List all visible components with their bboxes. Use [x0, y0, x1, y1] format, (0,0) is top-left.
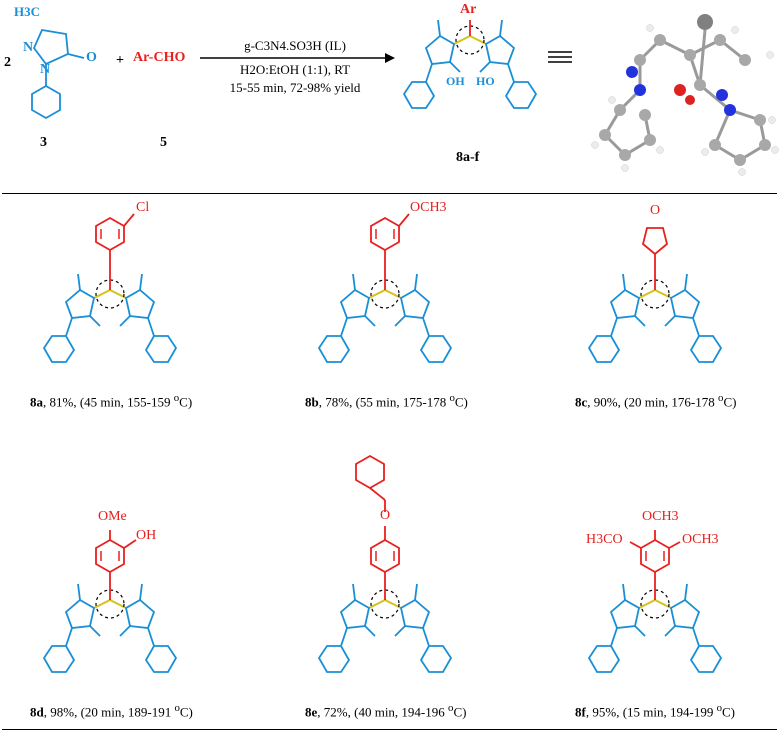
hydroxyl-left: OH: [446, 74, 465, 88]
caption-8c: 8c, 90%, (20 min, 176-178 oC): [575, 392, 737, 410]
condition-time-yield: 15-55 min, 72-98% yield: [229, 80, 361, 95]
reagent-count: 2: [4, 55, 11, 70]
aldehyde-formula: Ar-CHO: [133, 50, 186, 65]
methoxy-substituent: OMe: [98, 509, 127, 524]
pyrazolone-reactant: [31, 28, 85, 120]
molecular-3d-model: [591, 14, 779, 176]
methoxy-substituent: OCH3: [682, 532, 719, 547]
chloro-substituent: Cl: [136, 200, 150, 215]
compound-label-5: 5: [160, 135, 167, 150]
caption-8b: 8b, 78%, (55 min, 175-178 oC): [305, 392, 468, 410]
divider-bottom: [2, 729, 777, 730]
hydroxyl-right: HO: [476, 74, 495, 88]
compound-label-3: 3: [40, 135, 47, 150]
condition-catalyst: g-C3N4.SO3H (IL): [244, 38, 346, 53]
product-label-8a-f: 8a-f: [456, 150, 480, 165]
compound-8d-structure: [43, 530, 177, 673]
methoxy-substituent: OCH3: [642, 509, 679, 524]
compound-8e-structure: [318, 454, 452, 673]
methoxy-substituent: OCH3: [410, 200, 447, 215]
compound-8f-structure: [588, 530, 722, 673]
caption-8e: 8e, 72%, (40 min, 194-196 oC): [305, 702, 467, 720]
compound-8c-structure: [588, 227, 722, 363]
nitrogen-atom: N: [40, 62, 51, 77]
furan-oxygen: O: [650, 203, 661, 218]
plus-sign: +: [116, 53, 124, 68]
reaction-arrow: [200, 53, 395, 63]
compound-8b-structure: [318, 213, 452, 363]
caption-8d: 8d, 98%, (20 min, 189-191 oC): [30, 702, 193, 720]
caption-8a: 8a, 81%, (45 min, 155-159 oC): [30, 392, 193, 410]
hydroxy-substituent: OH: [136, 528, 157, 543]
methoxy-substituent: H3CO: [586, 532, 623, 547]
ether-oxygen: O: [380, 508, 391, 523]
product-structure: [403, 19, 537, 109]
oxo-atom: O: [86, 50, 97, 65]
equivalence-sign: [548, 51, 572, 63]
caption-8f: 8f, 95%, (15 min, 194-199 oC): [575, 702, 735, 720]
compound-8a-structure: [43, 213, 177, 363]
aryl-label: Ar: [460, 2, 477, 17]
methyl-substituent: H3C: [14, 4, 40, 19]
divider-top: [2, 193, 777, 194]
condition-solvent: H2O:EtOH (1:1), RT: [239, 62, 351, 77]
nitrogen-atom: N: [23, 40, 34, 55]
